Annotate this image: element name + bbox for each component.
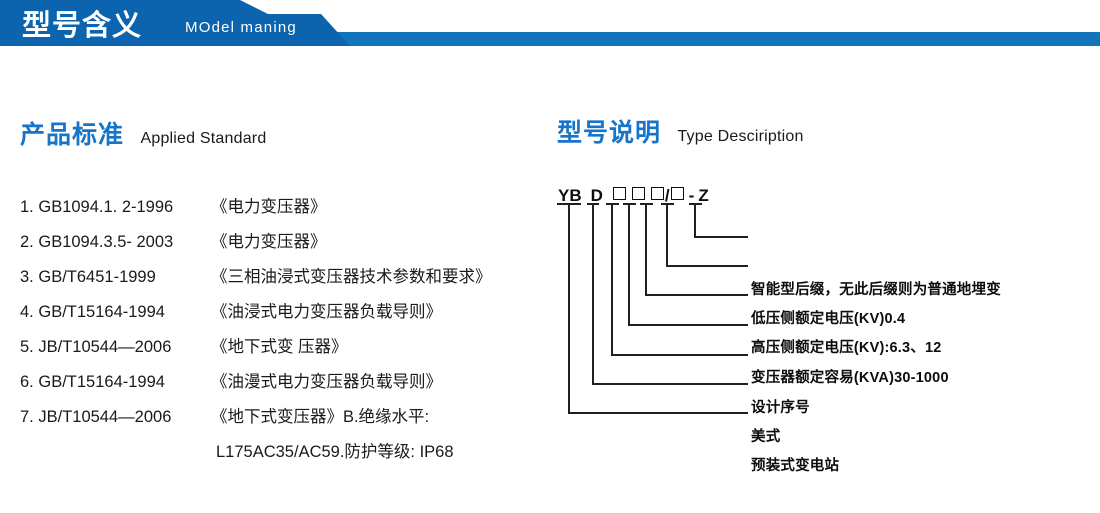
list-item-code: GB/T15164-1994: [38, 303, 165, 321]
list-item: 6. GB/T15164-1994 《油漫式电力变压器负载导则》: [20, 365, 550, 400]
type-code-diagram: YB D /-Z: [548, 185, 1100, 474]
list-item-number: 3.: [20, 268, 34, 286]
list-item-title: 《油浸式电力变压器负载导则》: [210, 303, 442, 321]
section-heading-cn: 型号说明: [557, 119, 662, 147]
list-item-code: GB1094.3.5- 2003: [38, 233, 174, 251]
banner-bar: [316, 32, 1100, 46]
list-item-title: 《地下式变 压器》: [210, 338, 348, 356]
list-item-number: 7.: [20, 408, 34, 426]
list-item: 5. JB/T10544—2006 《地下式变 压器》: [20, 330, 550, 365]
section-heading-applied-standard: 产品标准 Applied Standard: [20, 115, 266, 151]
callout-label: 设计序号: [751, 400, 810, 416]
code-box-3: [650, 187, 664, 200]
code-separator-dash: -: [688, 186, 695, 205]
callout-label: 预装式变电站: [751, 458, 840, 474]
list-item-continuation: L175AC35/AC59.防护等级: IP68: [216, 443, 454, 461]
list-item-title: 《油漫式电力变压器负载导则》: [210, 373, 442, 391]
section-heading-type-description: 型号说明 Type Desciription: [557, 113, 804, 149]
code-box-4: [670, 187, 684, 200]
list-item: 3. GB/T6451-1999 《三相油浸式变压器技术参数和要求》: [20, 260, 550, 295]
code-separator-slash: /: [664, 186, 670, 205]
list-item-code: JB/T10544—2006: [38, 338, 172, 356]
banner-title: 型号含义: [22, 10, 143, 42]
callout-label: 变压器额定容易(KVA)30-1000: [751, 370, 949, 386]
list-item-number: 6.: [20, 373, 34, 391]
code-box-2: [631, 187, 645, 200]
section-heading-cn: 产品标准: [20, 121, 125, 149]
list-item-number: 4.: [20, 303, 34, 321]
standards-list: 1. GB1094.1. 2-1996 《电力变压器》 2. GB1094.3.…: [20, 190, 550, 470]
code-segment-d: D: [590, 186, 603, 205]
page-banner: 型号含义 MOdel maning: [0, 0, 1100, 55]
list-item-title: 《地下式变压器》B.绝缘水平:: [210, 408, 430, 426]
list-item: 4. GB/T15164-1994 《油浸式电力变压器负载导则》: [20, 295, 550, 330]
list-item-title: 《电力变压器》: [210, 198, 327, 216]
banner-subtitle: MOdel maning: [185, 19, 297, 36]
banner-block: [0, 0, 350, 46]
list-item: 7. JB/T10544—2006 《地下式变压器》B.绝缘水平:: [20, 400, 550, 435]
banner-shape: [0, 0, 1100, 46]
list-item-code: GB/T15164-1994: [38, 373, 165, 391]
list-item: 2. GB1094.3.5- 2003 《电力变压器》: [20, 225, 550, 260]
list-item-code: GB/T6451-1999: [38, 268, 156, 286]
type-code-string: YB D /-Z: [557, 185, 710, 207]
list-item-title: 《三相油浸式变压器技术参数和要求》: [210, 268, 492, 286]
callout-label: 低压侧额定电压(KV)0.4: [751, 311, 906, 327]
diagram-leader-lines: [557, 203, 748, 414]
code-segment-z: Z: [698, 186, 709, 205]
callout-label: 智能型后缀，无此后缀则为普通地埋变: [751, 282, 1001, 298]
list-item-title: 《电力变压器》: [210, 233, 327, 251]
callout-label: 高压侧额定电压(KV):6.3、12: [751, 340, 942, 356]
code-segment-yb: YB: [558, 186, 582, 205]
list-item-number: 2.: [20, 233, 34, 251]
list-item: 1. GB1094.1. 2-1996 《电力变压器》: [20, 190, 550, 225]
callout-label: 美式: [751, 429, 781, 445]
list-item-code: GB1094.1. 2-1996: [38, 198, 174, 216]
list-item-number: 1.: [20, 198, 34, 216]
list-item-number: 5.: [20, 338, 34, 356]
section-heading-en: Type Desciription: [677, 128, 804, 145]
section-heading-en: Applied Standard: [140, 130, 267, 147]
code-box-1: [612, 187, 626, 200]
list-item-code: JB/T10544—2006: [38, 408, 172, 426]
